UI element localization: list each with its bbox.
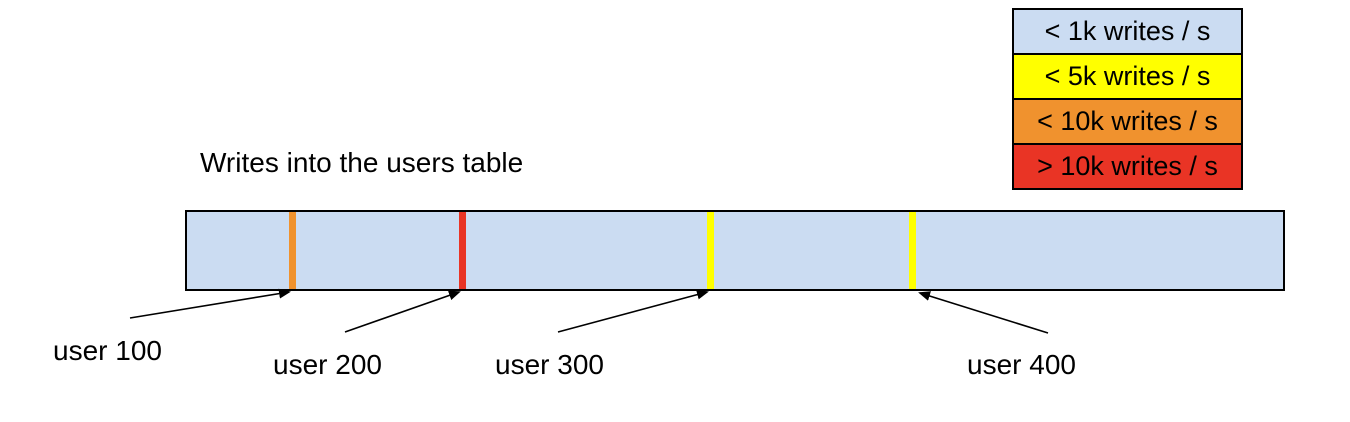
hotspot-stripe-user-200 <box>459 212 466 289</box>
legend-item-lt-5k: < 5k writes / s <box>1012 53 1243 100</box>
legend-item-lt-1k: < 1k writes / s <box>1012 8 1243 55</box>
legend-item-gt-10k: > 10k writes / s <box>1012 143 1243 190</box>
arrow-user-100 <box>129 288 291 319</box>
hotspot-stripe-user-300 <box>707 212 714 289</box>
legend-item-label: < 1k writes / s <box>1044 16 1211 46</box>
legend-item-label: > 10k writes / s <box>1037 151 1218 181</box>
arrow-user-400 <box>918 291 1049 334</box>
diagram-title: Writes into the users table <box>200 147 524 178</box>
legend: < 1k writes / s < 5k writes / s < 10k wr… <box>1012 8 1243 190</box>
hotspot-stripe-user-100 <box>289 212 296 289</box>
marker-label-user-100: user 100 <box>53 335 162 366</box>
arrow-user-200 <box>344 290 461 333</box>
marker-label-user-400: user 400 <box>967 349 1076 380</box>
legend-item-lt-10k: < 10k writes / s <box>1012 98 1243 145</box>
legend-item-label: < 10k writes / s <box>1037 106 1218 136</box>
arrow-user-300 <box>557 289 709 333</box>
marker-label-user-300: user 300 <box>495 349 604 380</box>
marker-label-user-200: user 200 <box>273 349 382 380</box>
legend-item-label: < 5k writes / s <box>1044 61 1211 91</box>
hotspot-stripe-user-400 <box>909 212 916 289</box>
users-table-bar <box>185 210 1285 291</box>
